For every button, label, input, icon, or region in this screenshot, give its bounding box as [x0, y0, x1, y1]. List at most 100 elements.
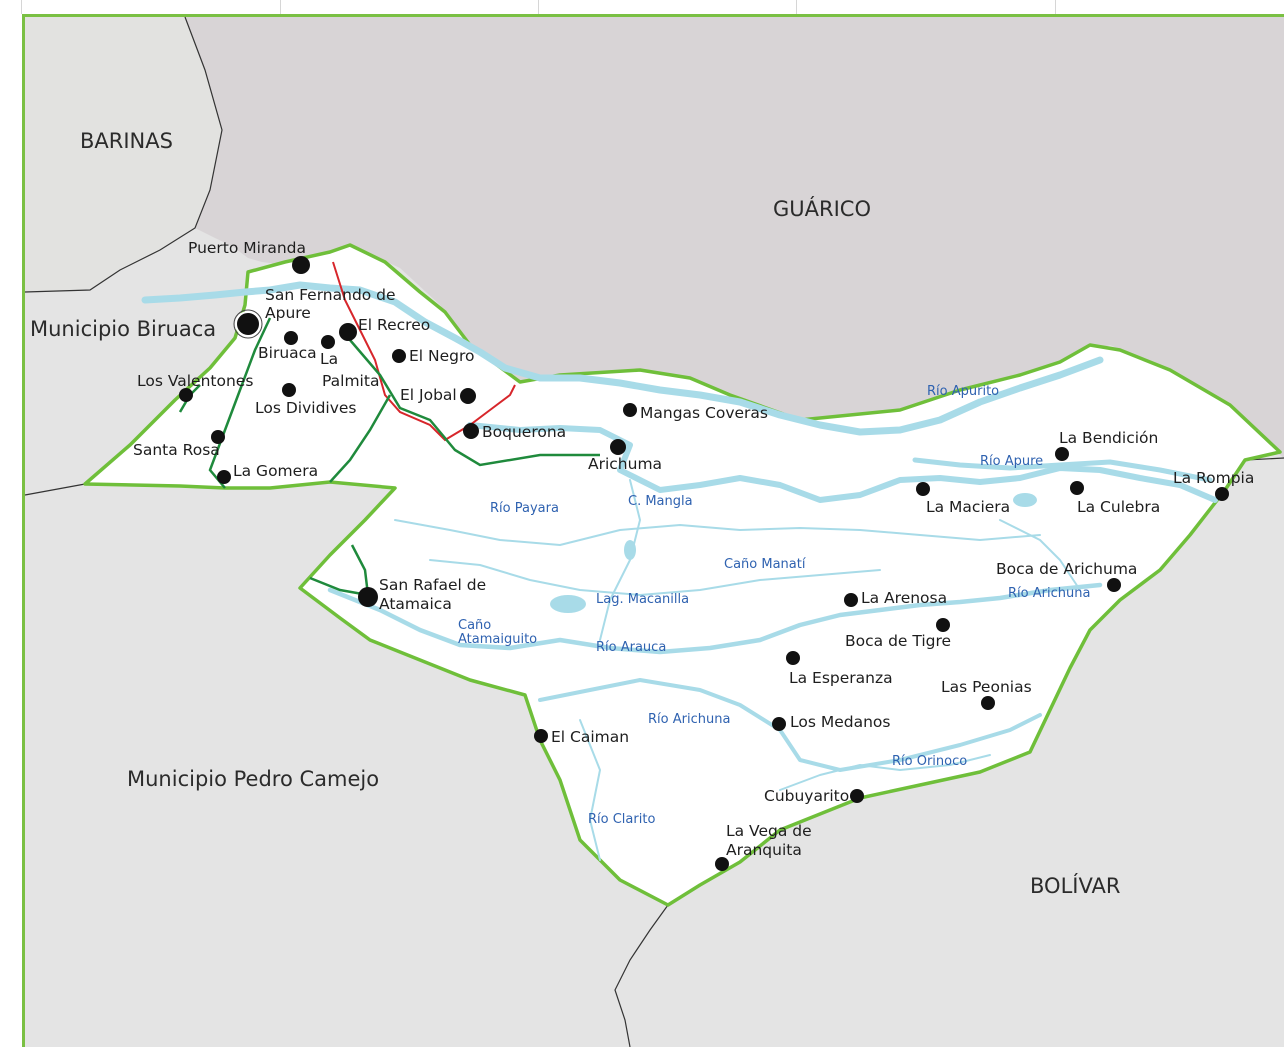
label-rio-apure: Río Apure	[980, 454, 1043, 469]
rio-arichuna-east	[999, 519, 1081, 591]
marker-las-peonias[interactable]	[981, 696, 995, 710]
label-la-gomera: La Gomera	[233, 462, 318, 480]
barinas-border	[24, 16, 223, 293]
marker-los-medanos[interactable]	[772, 717, 786, 731]
marker-la-gomera[interactable]	[217, 470, 231, 484]
rio-clarito	[579, 719, 601, 861]
marker-san-rafael[interactable]	[358, 587, 378, 607]
label-san-rafael-1: San Rafael de	[379, 576, 486, 594]
rio-arichuna-south	[538, 678, 1042, 772]
label-la-vega-1: La Vega de	[726, 822, 812, 840]
marker-arichuma[interactable]	[610, 439, 626, 455]
barinas-region	[25, 17, 222, 292]
marker-boquerona[interactable]	[463, 423, 479, 439]
road-recreo-arichuma	[349, 339, 600, 467]
marker-el-negro[interactable]	[392, 349, 406, 363]
rio-orinoco-channel	[779, 754, 991, 791]
marker-la-arenosa[interactable]	[844, 593, 858, 607]
marker-santa-rosa[interactable]	[211, 430, 225, 444]
label-san-fernando-2: Apure	[265, 304, 311, 322]
cano-manati	[394, 519, 1041, 546]
label-cubuyarito: Cubuyarito	[764, 787, 849, 805]
marker-san-fernando-ring	[233, 309, 263, 339]
ruler-tick	[21, 0, 22, 14]
label-cano-atamaiguito-2: Atamaiguito	[458, 632, 537, 647]
marker-mangas-coveras[interactable]	[623, 403, 637, 417]
label-bolivar: BOLÍVAR	[1030, 873, 1120, 898]
label-los-dividives: Los Dividives	[255, 399, 357, 417]
lagoon-east	[1013, 493, 1037, 507]
label-rio-arichuna-south: Río Arichuna	[648, 712, 730, 727]
marker-boca-de-arichuma[interactable]	[1107, 578, 1121, 592]
label-los-medanos: Los Medanos	[790, 713, 890, 731]
label-arichuma: Arichuma	[588, 455, 662, 473]
marker-cubuyarito[interactable]	[850, 789, 864, 803]
lagoon-small	[624, 540, 636, 560]
marker-la-maciera[interactable]	[916, 482, 930, 496]
top-ruler	[0, 0, 1284, 16]
label-cano-manati: Caño Manatí	[724, 557, 806, 572]
marker-puerto-miranda[interactable]	[292, 256, 310, 274]
label-rio-clarito: Río Clarito	[588, 812, 655, 827]
rio-apure-east	[912, 457, 1213, 483]
label-rio-orinoco: Río Orinoco	[892, 754, 967, 769]
road-south	[329, 394, 392, 483]
marker-biruaca[interactable]	[284, 331, 298, 345]
label-el-caiman: El Caiman	[551, 728, 629, 746]
marker-la-palmita[interactable]	[321, 335, 335, 349]
label-guarico: GUÁRICO	[773, 196, 871, 221]
marker-la-bendicion[interactable]	[1055, 447, 1069, 461]
label-cano-atamaiguito-1: Caño	[458, 618, 491, 633]
label-municipio-biruaca: Municipio Biruaca	[30, 317, 216, 341]
marker-el-jobal[interactable]	[460, 388, 476, 404]
label-la-arenosa: La Arenosa	[861, 589, 947, 607]
marker-la-culebra[interactable]	[1070, 481, 1084, 495]
label-las-peonias: Las Peonias	[941, 678, 1032, 696]
label-la-palmita-1: La	[320, 350, 338, 368]
label-boca-de-arichuma: Boca de Arichuma	[996, 560, 1137, 578]
marker-los-dividives[interactable]	[282, 383, 296, 397]
marker-el-caiman[interactable]	[534, 729, 548, 743]
label-el-jobal: El Jobal	[400, 386, 457, 404]
rio-arauca	[327, 582, 1103, 655]
marker-san-fernando[interactable]	[235, 311, 261, 337]
label-el-negro: El Negro	[409, 347, 475, 365]
guarico-region	[185, 17, 1284, 458]
label-rio-arauca: Río Arauca	[596, 640, 666, 655]
label-la-esperanza: La Esperanza	[789, 669, 893, 687]
label-c-mangla: C. Mangla	[628, 494, 693, 509]
label-los-valentones: Los Valentones	[137, 372, 253, 390]
road-biruaca-gomera	[208, 317, 272, 489]
label-la-bendicion: La Bendición	[1059, 429, 1158, 447]
label-puerto-miranda: Puerto Miranda	[188, 239, 306, 257]
marker-boca-de-tigre[interactable]	[936, 618, 950, 632]
label-boca-de-tigre: Boca de Tigre	[845, 632, 951, 650]
label-biruaca: Biruaca	[258, 344, 317, 362]
label-rio-apurito: Río Apurito	[927, 384, 999, 399]
marker-la-vega[interactable]	[715, 857, 729, 871]
label-la-vega-2: Aranquita	[726, 841, 802, 859]
ruler-tick	[1055, 0, 1056, 14]
town-markers	[179, 256, 1229, 871]
rio-apure-north	[141, 281, 1104, 436]
river-network	[141, 281, 1218, 861]
label-la-rompia: La Rompia	[1173, 469, 1254, 487]
primary-road	[332, 261, 516, 442]
secondary-channel	[429, 559, 881, 596]
lagoon-macanilla	[550, 595, 586, 613]
map-frame	[22, 14, 1284, 1047]
marker-la-rompia[interactable]	[1215, 487, 1229, 501]
label-rio-arichuna-east: Río Arichuna	[1008, 586, 1090, 601]
label-la-culebra: La Culebra	[1077, 498, 1160, 516]
marker-la-esperanza[interactable]	[786, 651, 800, 665]
label-la-palmita-2: Palmita	[322, 372, 379, 390]
marker-el-recreo[interactable]	[339, 323, 357, 341]
ruler-tick	[280, 0, 281, 14]
label-lag-macanilla: Lag. Macanilla	[596, 592, 689, 607]
rio-apure-south	[467, 422, 1218, 503]
label-rio-payara: Río Payara	[490, 501, 559, 516]
marker-los-valentones[interactable]	[179, 388, 193, 402]
label-san-fernando-1: San Fernando de	[265, 286, 396, 304]
ruler-tick	[538, 0, 539, 14]
